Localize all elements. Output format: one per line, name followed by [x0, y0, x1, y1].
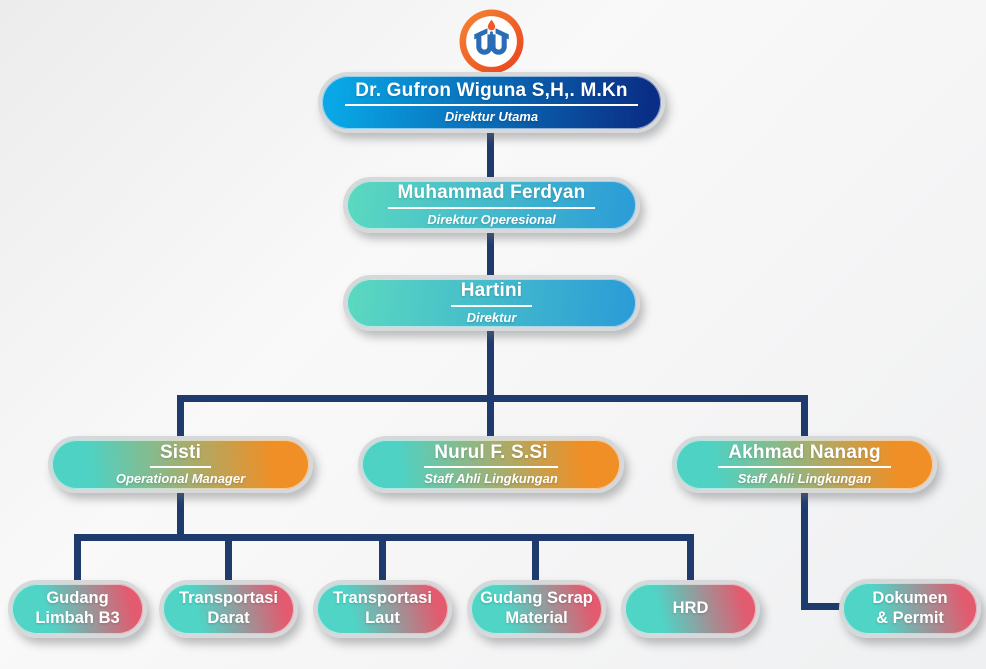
- node-name: Hartini: [450, 281, 533, 307]
- node-title: Staff Ahli Lingkungan: [424, 471, 558, 487]
- unit-label-line1: Transportasi: [178, 589, 279, 608]
- node-transportasi-laut: Transportasi Laut: [313, 580, 452, 638]
- unit-label-line1: Transportasi: [332, 589, 433, 608]
- node-staff-ahli-lingkungan-2: Akhmad Nanang Staff Ahli Lingkungan: [672, 436, 937, 493]
- unit-label-line2: & Permit: [876, 608, 944, 627]
- connector-l2-to-l3: [487, 230, 494, 277]
- connector-l3-stem: [487, 329, 494, 402]
- node-name: Nurul F. S.Si: [424, 442, 558, 469]
- connector-drop-unit-3: [379, 534, 386, 582]
- connector-drop-unit-5: [687, 534, 694, 582]
- node-transportasi-darat: Transportasi Darat: [159, 580, 298, 638]
- connector-drop-akhmad: [801, 395, 808, 438]
- connector-top-to-l2: [487, 131, 494, 179]
- unit-label-line2: Darat: [207, 609, 250, 627]
- unit-label-line1: HRD: [672, 599, 709, 618]
- node-name: Sisti: [149, 442, 212, 469]
- connector-drop-unit-4: [532, 534, 539, 582]
- connector-sisti-stem: [177, 491, 184, 541]
- node-direktur-operasional: Muhammad Ferdyan Direktur Operesional: [343, 177, 640, 233]
- connector-akhmad-stem: [801, 491, 808, 610]
- node-dokumen-permit: Dokumen & Permit: [839, 579, 981, 638]
- node-gudang-limbah-b3: Gudang Limbah B3: [8, 580, 147, 638]
- node-operational-manager: Sisti Operational Manager: [48, 436, 313, 493]
- node-direktur-utama: Dr. Gufron Wiguna S,H,. M.Kn Direktur Ut…: [318, 72, 665, 133]
- node-title: Direktur Operesional: [427, 211, 556, 227]
- node-name: Muhammad Ferdyan: [387, 183, 596, 209]
- unit-label-line2: Laut: [365, 609, 400, 627]
- unit-label-line2: Material: [505, 609, 568, 627]
- connector-drop-sisti: [177, 395, 184, 438]
- node-hrd: HRD: [621, 580, 760, 638]
- company-logo-icon: [459, 9, 524, 74]
- node-title: Direktur Utama: [444, 109, 539, 125]
- node-title: Staff Ahli Lingkungan: [737, 471, 872, 487]
- node-title: Operational Manager: [115, 471, 246, 487]
- connector-elbow-dokumen: [801, 603, 843, 610]
- unit-label-line1: Dokumen: [872, 588, 948, 607]
- node-name: Dr. Gufron Wiguna S,H,. M.Kn: [345, 80, 638, 107]
- node-staff-ahli-lingkungan-1: Nurul F. S.Si Staff Ahli Lingkungan: [358, 436, 624, 493]
- connector-drop-unit-2: [225, 534, 232, 582]
- node-gudang-scrap-material: Gudang Scrap Material: [467, 580, 606, 638]
- node-title: Direktur: [466, 309, 517, 325]
- unit-label-line1: Gudang: [46, 589, 109, 608]
- connector-drop-unit-1: [74, 534, 81, 582]
- node-direktur: Hartini Direktur: [343, 275, 640, 331]
- node-name: Akhmad Nanang: [718, 442, 891, 469]
- connector-drop-nurul: [487, 395, 494, 438]
- unit-label-line2: Limbah B3: [35, 609, 120, 627]
- unit-label-line1: Gudang Scrap: [480, 589, 593, 608]
